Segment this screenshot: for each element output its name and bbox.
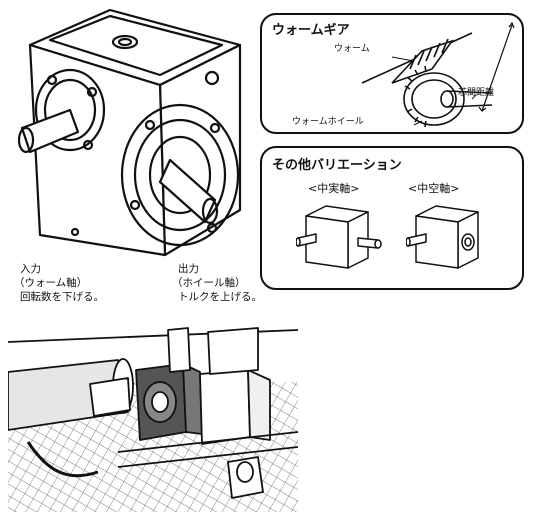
solid-shaft-label: <中実軸>	[308, 182, 360, 195]
input-note: 回転数を下げる。	[20, 291, 104, 303]
input-sub-label: （ウォーム軸）	[14, 277, 88, 289]
worm-gear-panel: ウォームギア ウォーム 芯間距離 ウォームホイール	[260, 13, 524, 134]
gearbox-illustration	[17, 8, 242, 257]
variation-title: その他バリエーション	[272, 158, 402, 173]
variation-panel: その他バリエーション <中実軸> <中空軸>	[260, 146, 524, 290]
worm-label: ウォーム	[334, 44, 370, 54]
worm-gear-title: ウォームギア	[272, 23, 350, 38]
hollow-shaft-box	[406, 205, 479, 269]
output-label: 出力	[178, 263, 199, 275]
hollow-shaft-label: <中空軸>	[408, 182, 460, 195]
solid-shaft-box	[296, 205, 382, 269]
worm-wheel-label: ウォームホイール	[292, 117, 364, 127]
center-distance-label: 芯間距離	[458, 88, 495, 98]
output-note: トルクを上げる。	[178, 291, 262, 303]
output-sub-label: （ホイール軸）	[172, 277, 246, 289]
worm-gear-diagram	[361, 21, 515, 128]
input-label: 入力	[20, 263, 41, 275]
machinery-sketch	[8, 327, 298, 512]
